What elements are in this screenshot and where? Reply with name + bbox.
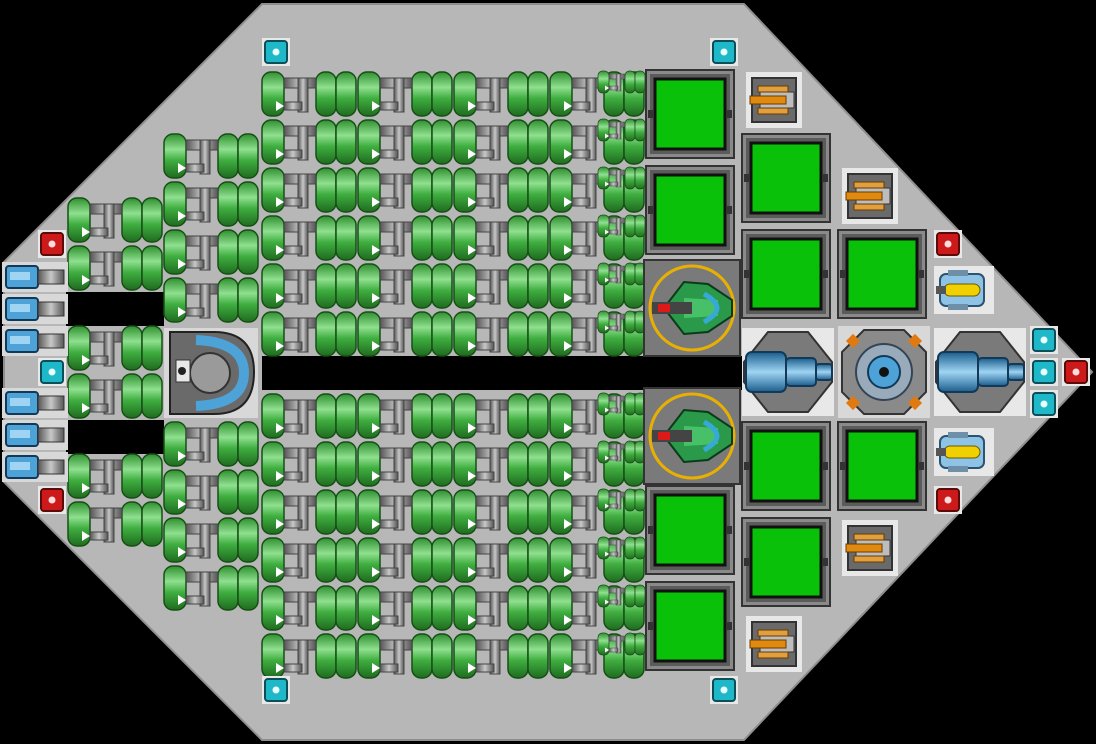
cyan-node[interactable] bbox=[261, 675, 291, 705]
red-node[interactable] bbox=[1061, 357, 1091, 387]
thruster[interactable] bbox=[1, 325, 69, 357]
equipment bbox=[1, 37, 1091, 705]
cyan-node[interactable] bbox=[709, 37, 739, 67]
cargo-bay[interactable] bbox=[740, 420, 832, 512]
orange-turret[interactable] bbox=[841, 519, 899, 577]
cargo-bay[interactable] bbox=[644, 164, 736, 256]
cyan-node[interactable] bbox=[1029, 389, 1059, 419]
corridor-lower-left bbox=[66, 420, 164, 454]
cargo-bay[interactable] bbox=[644, 68, 736, 160]
thruster[interactable] bbox=[1, 261, 69, 293]
red-node[interactable] bbox=[933, 229, 963, 259]
red-node[interactable] bbox=[37, 229, 67, 259]
laser-turret[interactable] bbox=[933, 427, 995, 477]
blue-engine[interactable] bbox=[933, 327, 1027, 417]
cargo-bay[interactable] bbox=[740, 516, 832, 608]
red-node[interactable] bbox=[37, 485, 67, 515]
cargo-bay[interactable] bbox=[740, 228, 832, 320]
fighter-bay[interactable] bbox=[644, 388, 740, 484]
blue-engine[interactable] bbox=[741, 327, 835, 417]
command-module[interactable] bbox=[164, 328, 258, 418]
red-node[interactable] bbox=[933, 485, 963, 515]
thruster[interactable] bbox=[1, 419, 69, 451]
corridor-upper-left bbox=[66, 292, 164, 326]
cyan-node[interactable] bbox=[37, 357, 67, 387]
cyan-node[interactable] bbox=[1029, 325, 1059, 355]
orange-turret[interactable] bbox=[745, 615, 803, 673]
cargo-bay[interactable] bbox=[740, 132, 832, 224]
thruster[interactable] bbox=[1, 387, 69, 419]
corridor-main bbox=[262, 356, 742, 390]
cyan-node[interactable] bbox=[1029, 357, 1059, 387]
cargo-bay[interactable] bbox=[836, 420, 928, 512]
cargo-bay[interactable] bbox=[644, 484, 736, 576]
cargo-bay[interactable] bbox=[644, 580, 736, 672]
laser-turret[interactable] bbox=[933, 265, 995, 315]
orange-turret[interactable] bbox=[745, 71, 803, 129]
reactor[interactable] bbox=[838, 326, 930, 418]
orange-turret[interactable] bbox=[841, 167, 899, 225]
fighter-bay[interactable] bbox=[644, 260, 740, 356]
cyan-node[interactable] bbox=[261, 37, 291, 67]
cargo-bay[interactable] bbox=[836, 228, 928, 320]
thruster[interactable] bbox=[1, 293, 69, 325]
thruster[interactable] bbox=[1, 451, 69, 483]
cyan-node[interactable] bbox=[709, 675, 739, 705]
